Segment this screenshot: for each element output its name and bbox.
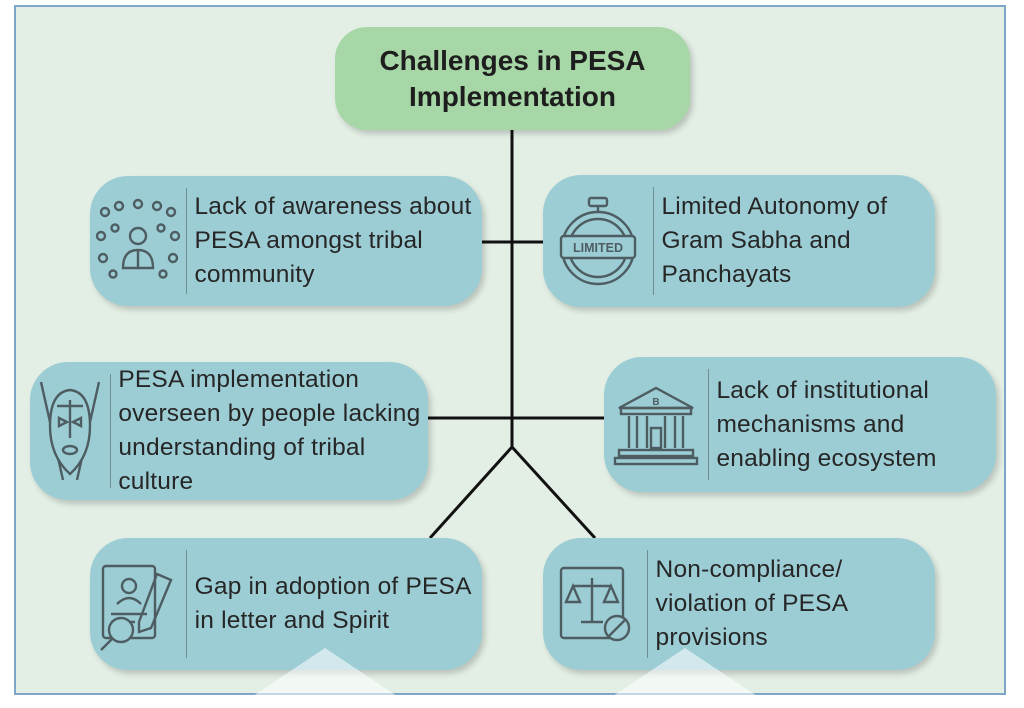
challenge-text: Lack of awareness about PESA amongst tri… bbox=[194, 193, 472, 288]
challenge-text: Non-compliance/ violation of PESA provis… bbox=[655, 556, 847, 651]
watermark-shape bbox=[235, 648, 775, 708]
icon-divider bbox=[186, 550, 187, 658]
icon-divider bbox=[647, 550, 648, 658]
challenge-text: PESA implementation overseen by people l… bbox=[118, 366, 421, 495]
challenge-text: Lack of institutional mechanisms and ena… bbox=[716, 376, 937, 472]
scales-prohibited-icon bbox=[543, 549, 647, 659]
challenge-culture: PESA implementation overseen by people l… bbox=[30, 362, 428, 500]
challenge-awareness: Lack of awareness about PESA amongst tri… bbox=[90, 176, 482, 306]
tribal-mask-icon bbox=[30, 371, 110, 491]
branch-gap bbox=[428, 445, 514, 540]
challenge-text: Gap in adoption of PESA in letter and Sp… bbox=[194, 573, 471, 634]
svg-text:B: B bbox=[652, 397, 659, 408]
challenge-adoption-gap: Gap in adoption of PESA in letter and Sp… bbox=[90, 538, 482, 670]
svg-text:LIMITED: LIMITED bbox=[573, 241, 623, 255]
branch-compliance bbox=[510, 445, 597, 540]
people-network-icon bbox=[90, 191, 186, 291]
limited-stamp-icon: LIMITED bbox=[543, 186, 653, 296]
diagram-title: Challenges in PESA Implementation bbox=[335, 27, 690, 130]
challenge-institutional: B Lack of institutional mechanisms and e… bbox=[604, 357, 996, 492]
document-search-icon bbox=[90, 549, 186, 659]
challenge-non-compliance: Non-compliance/ violation of PESA provis… bbox=[543, 538, 935, 670]
bank-building-icon: B bbox=[604, 375, 708, 475]
challenge-autonomy: LIMITED Limited Autonomy of Gram Sabha a… bbox=[543, 175, 935, 307]
challenge-text: Limited Autonomy of Gram Sabha and Panch… bbox=[661, 193, 888, 288]
